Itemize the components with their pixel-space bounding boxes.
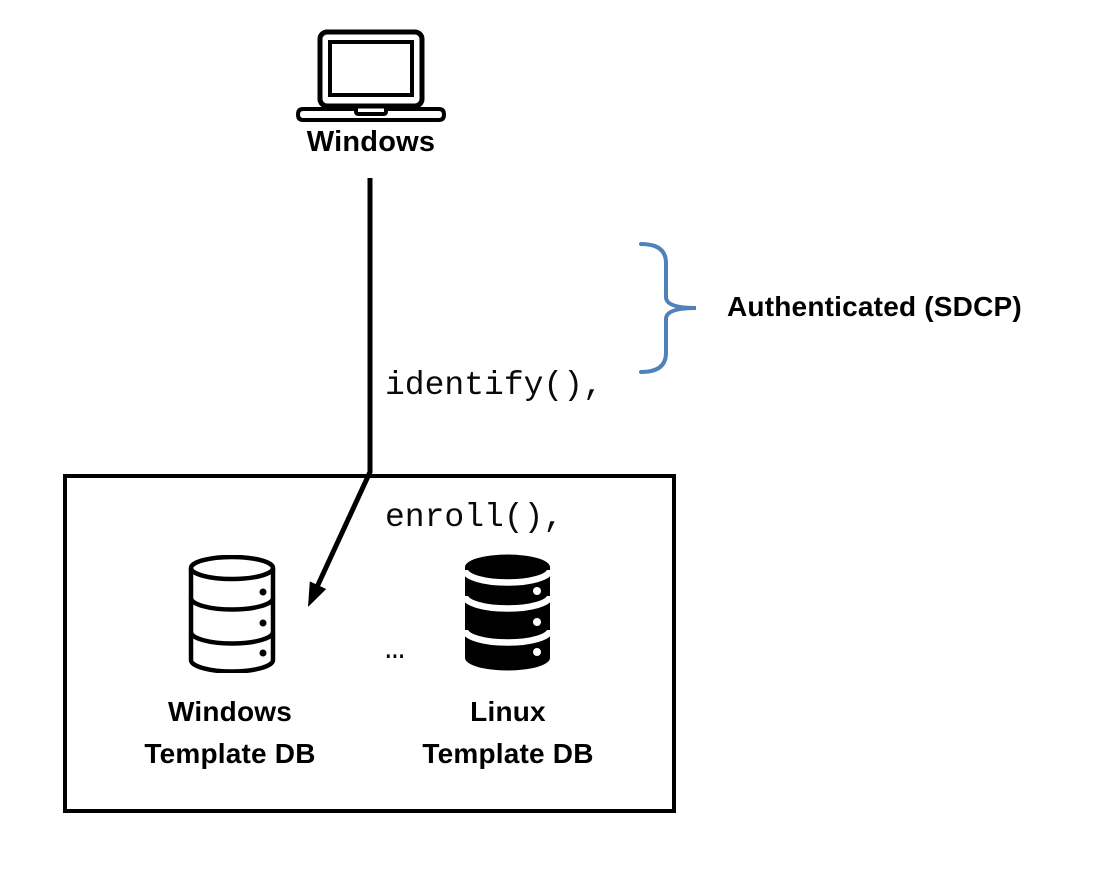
template-db-box	[63, 474, 676, 813]
linux-db-label-line2: Template DB	[422, 738, 594, 769]
database-filled-icon	[463, 554, 552, 671]
laptop-icon	[296, 29, 446, 122]
call-list: identify(), enroll(), …	[385, 276, 603, 760]
call-identify: identify(),	[385, 367, 603, 404]
call-ellipsis: …	[385, 631, 405, 668]
windows-db-label-line2: Template DB	[144, 738, 316, 769]
call-enroll: enroll(),	[385, 499, 564, 536]
authenticated-sdcp-label: Authenticated (SDCP)	[727, 291, 1022, 322]
database-outline-icon	[188, 555, 276, 673]
linux-db-label-line1: Linux	[470, 696, 546, 727]
arrow-down-icon	[308, 178, 373, 607]
linux-db-label: Linux Template DB	[378, 691, 638, 775]
client-label: Windows	[306, 126, 436, 158]
windows-db-label-line1: Windows	[167, 696, 293, 727]
windows-db-label: Windows Template DB	[100, 691, 360, 775]
right-curly-brace-icon	[639, 242, 697, 374]
